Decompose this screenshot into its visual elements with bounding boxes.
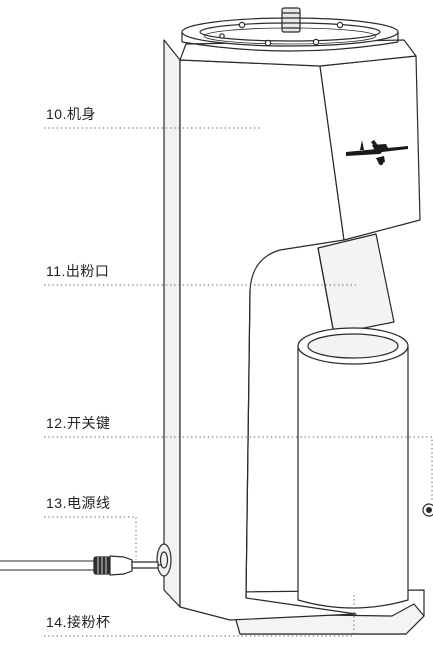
leader-lines <box>44 127 433 637</box>
label-cable: 13.电源线 <box>46 495 111 511</box>
power-switch <box>422 503 433 517</box>
label-switch: 12.开关键 <box>46 415 111 431</box>
label-cup: 14.接粉杯 <box>46 614 111 630</box>
machine-column <box>163 39 357 621</box>
head-block <box>179 39 421 241</box>
label-body: 10.机身 <box>46 106 96 122</box>
leader-cable <box>44 516 137 560</box>
power-socket <box>156 543 172 577</box>
power-cable <box>0 555 162 576</box>
receiving-cup <box>297 327 409 609</box>
outlet-chute <box>317 233 395 335</box>
label-outlet: 11.出粉口 <box>46 263 110 279</box>
airplane-logo-icon <box>346 140 408 166</box>
threaded-stud <box>281 7 301 33</box>
